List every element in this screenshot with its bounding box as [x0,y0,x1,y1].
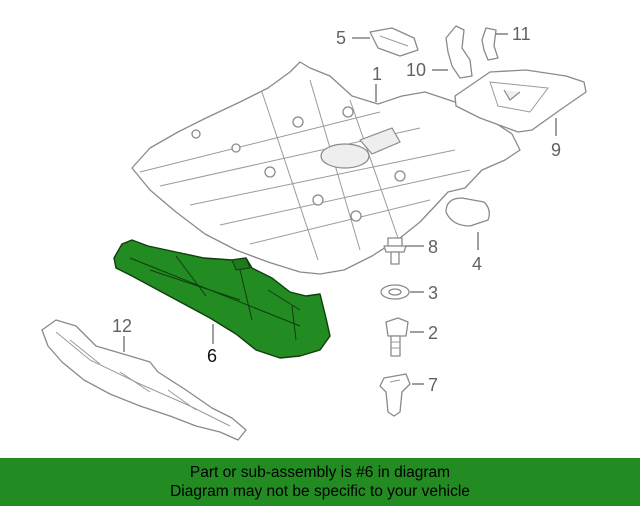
part-2-bolt[interactable] [385,317,409,357]
part-7-push-clip[interactable] [379,373,411,417]
callout-3: 3 [428,283,438,303]
callout-6: 6 [207,346,217,366]
part-12-front-shield[interactable] [41,319,247,441]
banner-line-1: Part or sub-assembly is #6 in diagram [189,464,451,481]
callout-11: 11 [512,24,531,44]
part-4-cover-cap[interactable] [445,197,490,227]
part-info-banner: Part or sub-assembly is #6 in diagram Di… [0,458,640,506]
part-1-underbody-shield[interactable] [131,61,521,275]
part-3-washer[interactable] [380,284,410,300]
part-5-bracket[interactable] [369,27,419,57]
leader-lines [123,33,557,385]
callout-8: 8 [428,237,438,257]
callout-4: 4 [472,254,482,274]
part-9-rear-cover[interactable] [454,69,587,133]
part-6-fill [113,239,331,359]
callout-1: 1 [372,64,382,84]
callout-10: 10 [406,60,426,80]
part-6-highlighted-shield[interactable] [113,239,331,359]
callout-9: 9 [551,140,561,160]
callout-5: 5 [336,28,346,48]
callout-7: 7 [428,375,438,395]
banner-line-2: Diagram may not be specific to your vehi… [170,483,470,500]
callout-12: 12 [112,316,132,336]
callout-2: 2 [428,323,438,343]
part-11-clip[interactable] [481,27,499,61]
part-8-bolt[interactable] [383,237,407,265]
part-10-bracket[interactable] [445,25,473,79]
parts-diagram: 1 5 10 11 9 4 8 3 2 7 12 6 [41,24,587,441]
